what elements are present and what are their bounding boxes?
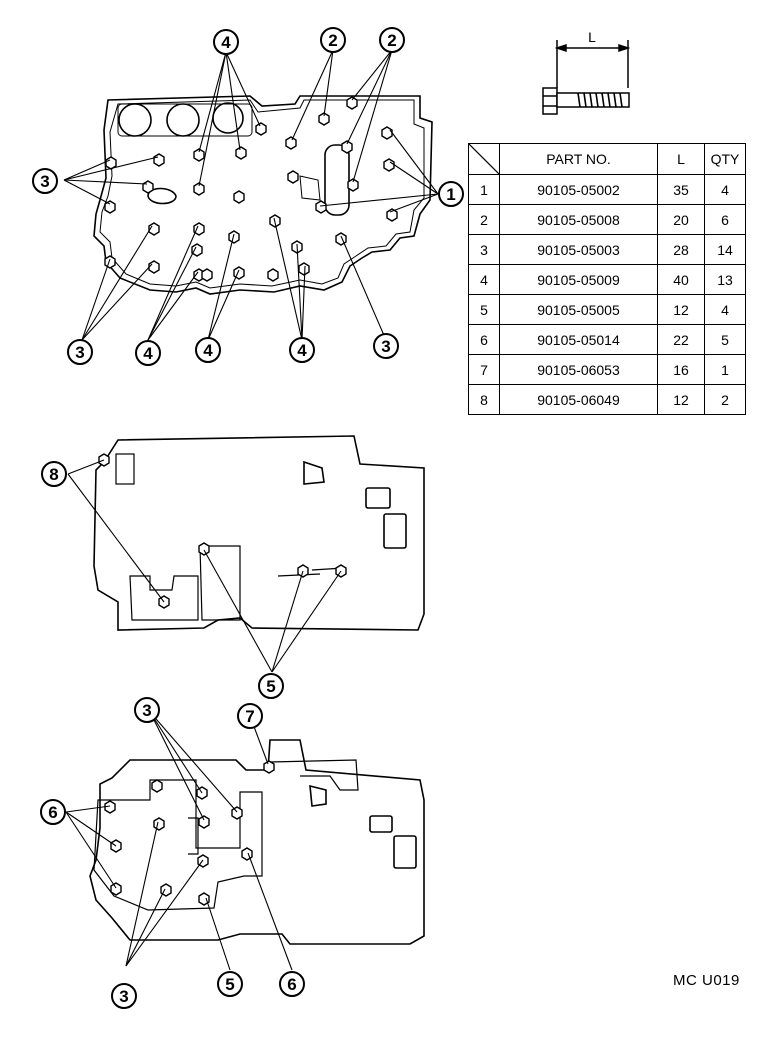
row-part-no: 90105-05008	[499, 204, 658, 235]
callout-bot-5: 5	[225, 975, 234, 994]
callout-top-3-left: 3	[40, 172, 49, 191]
middle-valve-body	[93, 435, 425, 631]
middle-valve-body-bolts	[98, 453, 347, 609]
bolt-illustration	[542, 40, 631, 115]
callout-bot-6-left: 6	[48, 803, 57, 822]
row-qty: 4	[704, 294, 746, 325]
reference-code: MC U019	[673, 972, 740, 989]
callout-top-1: 1	[446, 185, 455, 204]
row-part-no: 90105-06053	[499, 354, 658, 385]
row-length: 12	[657, 294, 705, 325]
row-index: 2	[468, 204, 500, 235]
row-index: 1	[468, 174, 500, 205]
row-part-no: 90105-05005	[499, 294, 658, 325]
callout-top-2-right: 2	[387, 31, 396, 50]
callout-top-4-bottom-b: 4	[203, 341, 213, 360]
table-corner-cell	[468, 143, 500, 175]
row-qty: 4	[704, 174, 746, 205]
row-length: 16	[657, 354, 705, 385]
row-qty: 5	[704, 324, 746, 355]
upper-valve-body-bolts	[104, 96, 398, 282]
row-length: 40	[657, 264, 705, 295]
row-length: 20	[657, 204, 705, 235]
callout-top-4-bottom-a: 4	[143, 344, 153, 363]
table-header-row: PART NO. L QTY	[468, 143, 746, 175]
callout-bot-3-bottom: 3	[119, 987, 128, 1006]
row-length: 28	[657, 234, 705, 265]
row-part-no: 90105-05002	[499, 174, 658, 205]
row-qty: 2	[704, 384, 746, 415]
row-index: 7	[468, 354, 500, 385]
row-qty: 14	[704, 234, 746, 265]
row-index: 4	[468, 264, 500, 295]
callout-mid-8: 8	[49, 465, 58, 484]
bolt-length-label: L	[588, 29, 596, 45]
row-part-no: 90105-05014	[499, 324, 658, 355]
middle-leader-lines	[67, 459, 342, 673]
row-length: 22	[657, 324, 705, 355]
row-part-no: 90105-06049	[499, 384, 658, 415]
header-qty: QTY	[704, 143, 746, 175]
callout-top-2-left: 2	[328, 31, 337, 50]
callout-bot-3-top: 3	[142, 701, 151, 720]
row-part-no: 90105-05009	[499, 264, 658, 295]
callout-top-4: 4	[221, 33, 231, 52]
lower-valve-body	[89, 739, 425, 945]
callout-bot-6-bottom: 6	[287, 975, 296, 994]
callout-top-3-bottom-left: 3	[75, 343, 84, 362]
row-index: 5	[468, 294, 500, 325]
row-part-no: 90105-05003	[499, 234, 658, 265]
diagonal-divider	[469, 144, 499, 174]
row-qty: 13	[704, 264, 746, 295]
callout-top-4-bottom-c: 4	[297, 341, 307, 360]
header-length: L	[657, 143, 705, 175]
row-length: 12	[657, 384, 705, 415]
upper-leader-lines	[63, 49, 439, 341]
header-part-no: PART NO.	[499, 143, 658, 175]
row-length: 35	[657, 174, 705, 205]
callouts	[32, 27, 464, 1009]
callout-top-3-bottom-right: 3	[381, 337, 390, 356]
lower-leader-lines	[65, 711, 293, 971]
row-qty: 1	[704, 354, 746, 385]
row-index: 8	[468, 384, 500, 415]
row-index: 3	[468, 234, 500, 265]
lower-valve-body-bolts	[104, 760, 275, 906]
callout-bot-7: 7	[245, 707, 254, 726]
callout-mid-5: 5	[266, 677, 275, 696]
row-qty: 6	[704, 204, 746, 235]
row-index: 6	[468, 324, 500, 355]
callout-numbers: 4 2 2 3 1 3 4 4 4 3 8 5 3 7 6 3 5 6	[40, 31, 455, 1006]
